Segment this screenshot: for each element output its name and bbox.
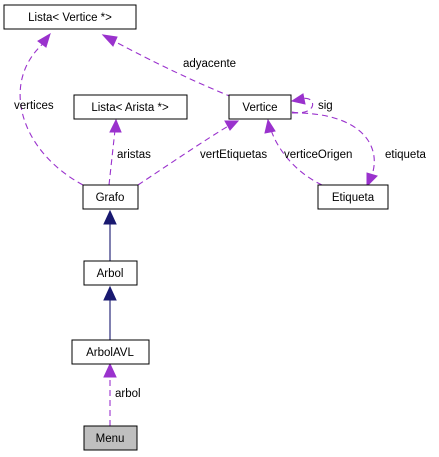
edge-sig-arrowhead [290,93,306,105]
edge-adyacente-arrowhead [101,34,118,47]
node-vertice[interactable]: Vertice [228,94,292,120]
node-lista-arista[interactable]: Lista< Arista *> [73,94,188,120]
edge-adyacente [111,39,233,98]
edge-etiqueta [291,112,375,176]
edge-label-aristas: aristas [117,149,151,161]
edge-inherit-arbolavl-arbol-arrowhead [103,285,117,301]
edge-vertEtiquetas-arrowhead [224,120,240,131]
edge-label-vertices: vertices [14,100,54,112]
edge-label-verticeOrigen: verticeOrigen [284,149,352,161]
edge-inherit-arbol-grafo-arrowhead [103,209,117,225]
node-menu-label: Menu [96,433,125,445]
edge-label-etiqueta: etiqueta [385,149,427,161]
node-arbol[interactable]: Arbol [83,260,138,286]
edge-vertices [19,41,84,186]
edge-verticeOrigen [270,129,323,186]
edge-verticeOrigen-arrowhead [264,118,276,134]
node-grafo[interactable]: Grafo [82,184,139,210]
edge-aristas-arrowhead [109,118,122,133]
node-etiqueta[interactable]: Etiqueta [317,184,389,210]
edge-aristas [108,129,116,186]
node-arbolavl[interactable]: ArbolAVL [71,339,150,365]
edge-label-arbol: arbol [115,388,141,400]
edge-label-sig: sig [318,100,333,112]
node-menu[interactable]: Menu [83,425,138,451]
edge-vertEtiquetas [137,124,231,186]
edge-label-adyacente: adyacente [183,58,236,70]
edge-label-vertEtiquetas: vertEtiquetas [200,149,267,161]
node-etiqueta-label: Etiqueta [332,192,375,204]
node-arbol-label: Arbol [97,268,124,280]
edge-sig [291,97,314,114]
node-lista-arista-label: Lista< Arista *> [91,102,169,114]
edge-etiqueta-arrowhead [366,172,378,188]
node-arbolavl-label: ArbolAVL [86,347,134,359]
edge-arbol-arrowhead [103,362,117,378]
node-lista-vertice[interactable]: Lista< Vertice *> [3,4,137,30]
node-grafo-label: Grafo [96,192,125,204]
edge-vertices-arrowhead [37,32,51,48]
node-lista-vertice-label: Lista< Vertice *> [28,12,112,24]
node-vertice-label: Vertice [242,102,277,114]
